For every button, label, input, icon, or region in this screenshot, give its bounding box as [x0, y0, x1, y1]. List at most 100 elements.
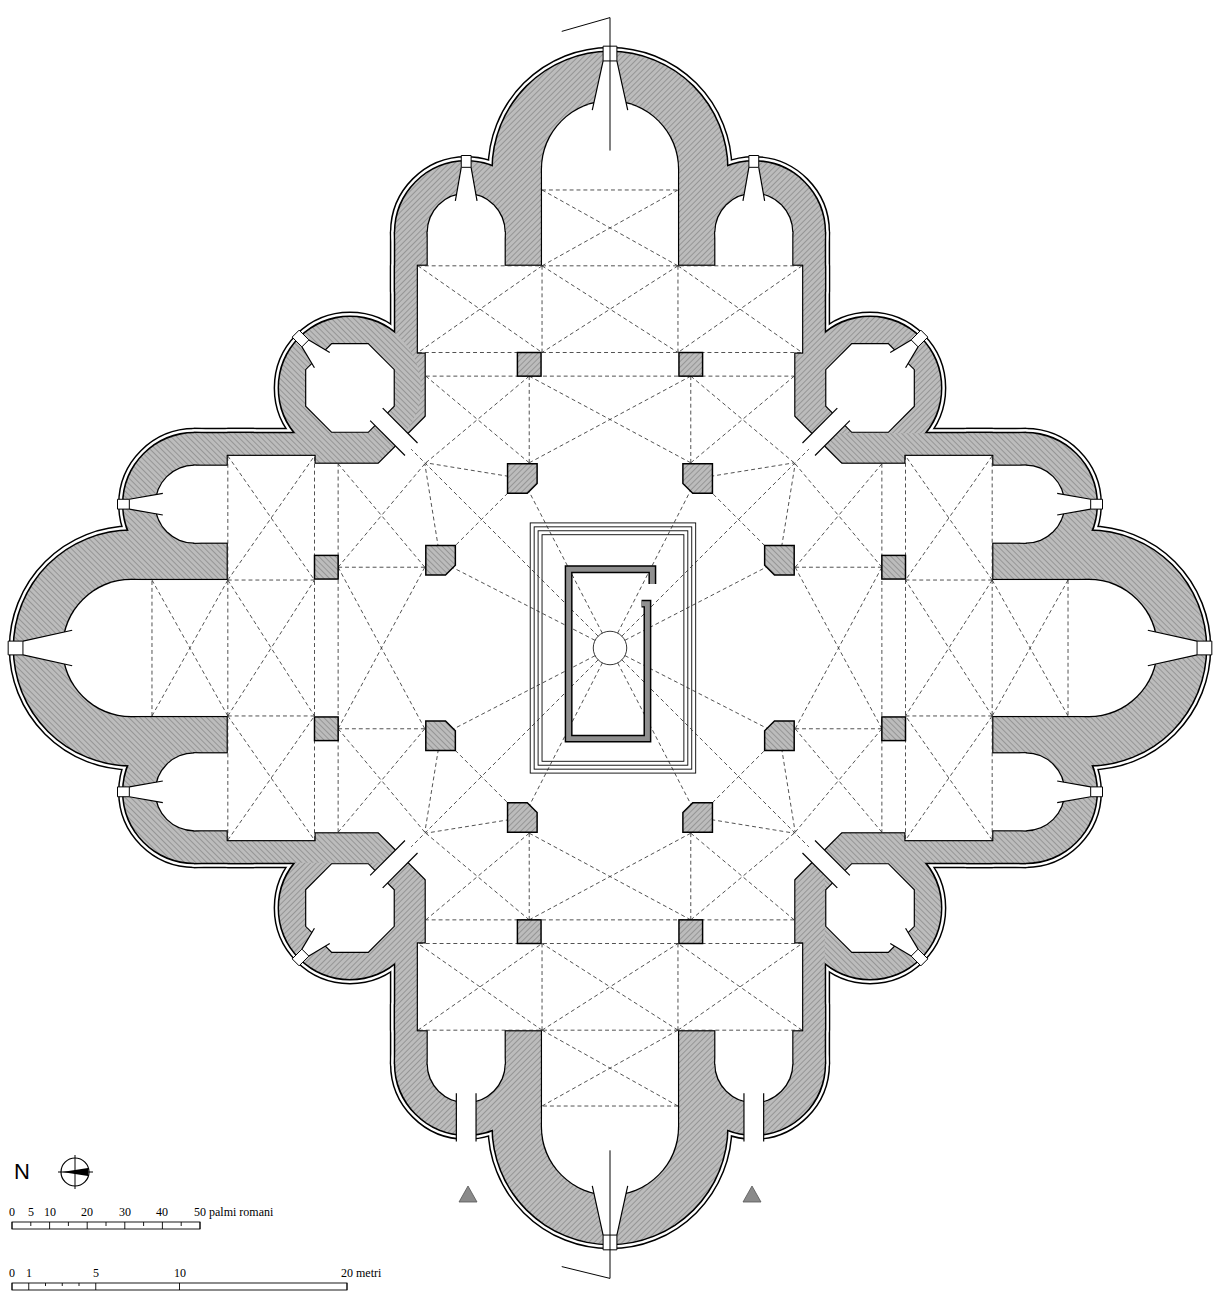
opening-jamb — [129, 781, 162, 787]
opening-jamb — [759, 167, 765, 200]
floor-space — [906, 456, 993, 840]
vault-line — [228, 580, 315, 716]
floor-space — [426, 788, 794, 946]
opening — [743, 167, 765, 200]
window-glass — [1091, 787, 1103, 797]
vault-line — [426, 376, 794, 377]
scale-tick — [28, 1283, 29, 1290]
plan-group — [8, 18, 1212, 1279]
floor-group — [418, 101, 914, 508]
vault-line — [338, 728, 425, 729]
scale-tick — [347, 1283, 348, 1290]
opening — [1148, 630, 1197, 665]
vault-line — [542, 944, 678, 1031]
floor-group — [418, 101, 914, 508]
section-line — [562, 18, 610, 151]
wall-outline — [279, 317, 421, 459]
floor-space — [750, 464, 908, 832]
vault-line — [314, 456, 315, 840]
floor-space — [194, 466, 229, 543]
floor-space — [426, 351, 794, 509]
vault-line — [426, 919, 794, 920]
vault-line — [418, 1030, 802, 1031]
floor-space — [990, 466, 1025, 543]
floor-space — [987, 466, 1064, 543]
vault-line — [542, 1030, 678, 1106]
vault-line — [678, 944, 802, 1031]
opening-jamb — [617, 1186, 628, 1235]
vault-line — [152, 580, 228, 716]
altar-step — [538, 531, 688, 765]
vault-line — [795, 729, 882, 832]
scale-label: 0 — [9, 1205, 15, 1219]
opening-group — [455, 46, 927, 455]
floor-space — [428, 194, 505, 271]
scale-tick — [62, 1283, 63, 1286]
opening-jamb — [456, 1093, 457, 1141]
floor-space — [715, 1028, 792, 1063]
vault-line — [426, 833, 529, 920]
floor-space — [194, 466, 229, 543]
vault-line — [542, 1030, 678, 1106]
scale-tick — [45, 1283, 46, 1286]
column — [679, 353, 703, 377]
opening-jamb — [302, 347, 315, 368]
vault-line — [678, 944, 802, 1031]
vault-line — [906, 456, 993, 580]
floor-space — [313, 464, 471, 832]
vault-line — [529, 376, 530, 463]
opening-jamb — [1057, 797, 1090, 803]
section-line — [562, 1150, 610, 1278]
opening — [455, 167, 477, 200]
scale-tick — [68, 1222, 69, 1226]
vault-line — [906, 580, 993, 716]
vault-line — [338, 729, 425, 832]
floor-space — [313, 464, 471, 832]
floor-space — [990, 580, 1088, 716]
floor-space — [428, 194, 505, 271]
scale-bar — [12, 1283, 347, 1290]
vault-line — [795, 464, 882, 567]
floor-space — [715, 1028, 792, 1063]
vault-line — [906, 715, 993, 716]
floor-space — [715, 232, 792, 267]
vault-line — [881, 464, 882, 832]
vault-line — [678, 266, 802, 353]
scale-tick — [124, 1222, 125, 1229]
support-group — [508, 803, 713, 944]
floor-space — [987, 466, 1064, 543]
window-glass — [118, 499, 130, 509]
vault-line — [691, 376, 794, 463]
floor-space — [715, 194, 792, 271]
opening-jamb — [475, 1093, 476, 1141]
floor-space — [990, 753, 1025, 830]
opening-jamb — [743, 167, 749, 200]
floor-space — [418, 944, 802, 1031]
pier — [508, 803, 538, 833]
pier — [683, 464, 713, 494]
vault-line — [795, 567, 882, 568]
vault-line — [418, 266, 542, 353]
support-group — [765, 546, 906, 751]
floor-space — [131, 580, 230, 716]
north-label: N — [14, 1160, 30, 1184]
vault-line — [418, 944, 542, 1031]
opening — [802, 840, 849, 887]
vault-lines — [418, 660, 818, 1106]
vault-line — [677, 266, 678, 353]
floor-space — [990, 466, 1025, 543]
floor-group — [750, 456, 1157, 952]
scale-tick — [49, 1222, 50, 1229]
vault-line — [151, 580, 152, 716]
vault-line — [795, 729, 882, 832]
opening — [890, 928, 918, 956]
vault-line — [906, 580, 993, 581]
column — [517, 353, 541, 377]
column — [517, 920, 541, 944]
floor-space — [156, 753, 233, 830]
opening — [370, 408, 417, 455]
vault-line — [542, 190, 678, 266]
opening-jamb — [617, 61, 628, 110]
column — [315, 555, 339, 579]
